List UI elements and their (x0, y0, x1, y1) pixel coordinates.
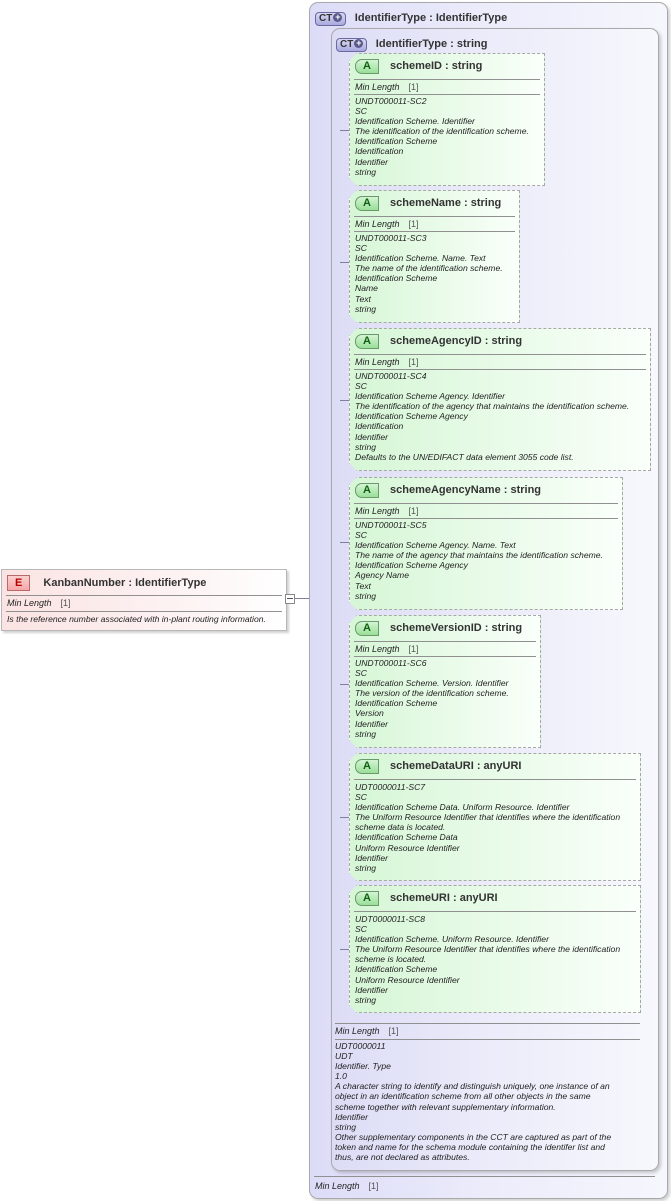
attribute-badge-icon: A (355, 483, 379, 498)
divider (335, 1039, 640, 1040)
attribute-title: schemeURI : anyURI (390, 892, 498, 904)
attribute-header: A schemeDataURI : anyURI (355, 759, 521, 774)
attribute-facet-min-length: Min Length[1] (355, 644, 419, 654)
divider (354, 369, 646, 370)
attribute-title: schemeDataURI : anyURI (390, 760, 522, 772)
divider (354, 94, 540, 95)
divider (354, 354, 646, 355)
complex-type-badge-icon: CT+ (336, 38, 368, 52)
complex-type-badge-icon: CT+ (315, 12, 347, 26)
attribute-facet-min-length: Min Length[1] (355, 506, 419, 516)
attribute-badge-icon: A (355, 59, 379, 74)
attribute-header: A schemeAgencyName : string (355, 483, 541, 498)
attribute-scheme-agency-name[interactable]: A schemeAgencyName : string Min Length[1… (349, 477, 623, 610)
branch-line (340, 130, 350, 131)
branch-line (340, 684, 350, 685)
divider (354, 641, 536, 642)
divider (6, 611, 282, 612)
inner-type-facet-min-length: Min Length[1] (335, 1026, 399, 1036)
attribute-title: schemeVersionID : string (390, 622, 523, 634)
divider (354, 231, 515, 232)
outer-type-header: CT+ IdentifierType : IdentifierType (315, 8, 507, 26)
divider (354, 503, 618, 504)
attribute-title: schemeAgencyName : string (390, 484, 542, 496)
attribute-badge-icon: A (355, 334, 379, 349)
attribute-header: A schemeURI : anyURI (355, 891, 498, 906)
outer-type-facet-min-length: Min Length[1] (315, 1181, 379, 1191)
attribute-title: schemeID : string (390, 60, 483, 72)
divider (6, 595, 282, 596)
element-documentation: Is the reference number associated with … (7, 614, 266, 624)
attribute-badge-icon: A (355, 759, 379, 774)
attribute-title: schemeName : string (390, 197, 502, 209)
attribute-header: A schemeID : string (355, 59, 482, 74)
branch-line (340, 262, 350, 263)
outer-type-title: IdentifierType : IdentifierType (354, 12, 508, 24)
element-header: E KanbanNumber : IdentifierType (7, 575, 206, 591)
attribute-header: A schemeAgencyID : string (355, 334, 522, 349)
element-name: KanbanNumber : IdentifierType (43, 577, 207, 589)
divider (335, 1023, 640, 1024)
divider (354, 518, 618, 519)
collapse-toggle-icon[interactable] (285, 594, 295, 604)
divider (354, 79, 540, 80)
divider (354, 216, 515, 217)
attribute-badge-icon: A (355, 196, 379, 211)
attribute-scheme-id[interactable]: A schemeID : string Min Length[1] UNDT00… (349, 53, 545, 186)
attribute-header: A schemeVersionID : string (355, 621, 522, 636)
attribute-badge-icon: A (355, 891, 379, 906)
element-kanban-number[interactable]: E KanbanNumber : IdentifierType Min Leng… (1, 569, 287, 631)
attribute-title: schemeAgencyID : string (390, 335, 523, 347)
attribute-scheme-agency-id[interactable]: A schemeAgencyID : string Min Length[1] … (349, 328, 651, 471)
branch-line (340, 542, 350, 543)
branch-line (340, 817, 350, 818)
inner-type-title: IdentifierType : string (375, 38, 488, 50)
attribute-facet-min-length: Min Length[1] (355, 82, 419, 92)
element-facet-min-length: Min Length[1] (7, 598, 71, 608)
branch-line (340, 949, 350, 950)
attribute-badge-icon: A (355, 621, 379, 636)
element-badge-icon: E (7, 575, 31, 591)
attribute-facet-min-length: Min Length[1] (355, 357, 419, 367)
divider (354, 779, 636, 780)
attribute-scheme-version-id[interactable]: A schemeVersionID : string Min Length[1]… (349, 615, 541, 748)
attribute-header: A schemeName : string (355, 196, 501, 211)
divider (354, 656, 536, 657)
attribute-scheme-name[interactable]: A schemeName : string Min Length[1] UNDT… (349, 190, 520, 323)
attribute-facet-min-length: Min Length[1] (355, 219, 419, 229)
divider (314, 1176, 655, 1177)
inner-type-header: CT+ IdentifierType : string (336, 34, 487, 52)
divider (354, 911, 636, 912)
branch-line (340, 400, 350, 401)
